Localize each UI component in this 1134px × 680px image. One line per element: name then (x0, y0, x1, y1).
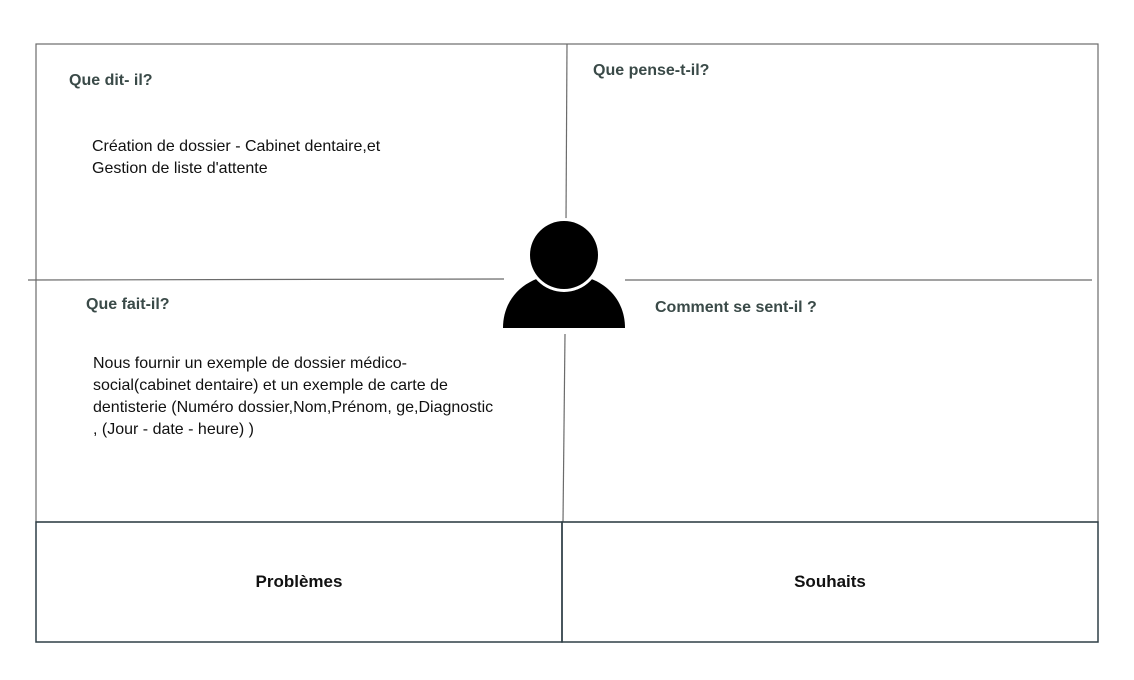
wishes-box (561, 521, 1099, 643)
vertical-divider-top (565, 43, 568, 223)
user-icon-head-fill (530, 221, 598, 289)
says-title: Que dit- il? (69, 72, 153, 89)
user-icon-body (503, 274, 625, 328)
thinks-title: Que pense-t-il? (593, 62, 710, 79)
feels-title: Comment se sent-il ? (655, 299, 817, 316)
user-icon (503, 218, 625, 328)
wishes-label: Souhaits (794, 572, 866, 591)
says-body: Création de dossier - Cabinet dentaire,e… (92, 138, 381, 177)
vertical-divider-bottom (562, 333, 566, 523)
problems-label: Problèmes (255, 572, 343, 591)
does-body: Nous fournir un exemple de dossier médic… (93, 355, 494, 438)
horizontal-divider-left (27, 278, 505, 281)
does-title: Que fait-il? (86, 296, 170, 313)
